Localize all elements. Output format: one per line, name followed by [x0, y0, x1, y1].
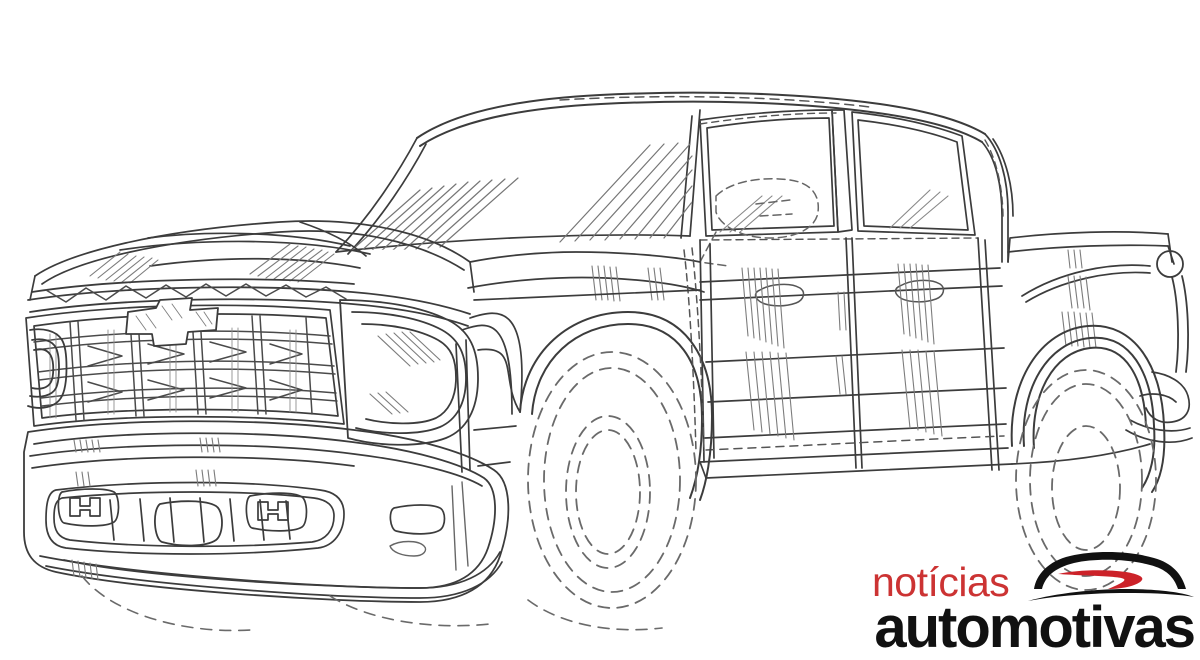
fog-lamp-left: [57, 488, 120, 527]
rocker-panel: [699, 447, 1013, 479]
bumper-upper-shelf: [29, 444, 483, 487]
front-wheel-phantom: [527, 351, 697, 609]
headlight-left: [27, 328, 68, 409]
rear-wheel-phantom: [1015, 369, 1157, 591]
door-panels: [699, 237, 1007, 471]
door-surface-hatching: [741, 263, 943, 441]
bowtie-emblem: [125, 297, 219, 347]
windshield: [335, 109, 701, 255]
fog-lamp-right: [245, 492, 308, 532]
window-trim-dashes: [699, 112, 1004, 241]
bumper-lower-valance: [39, 551, 503, 599]
hood-hatching: [89, 243, 335, 284]
front-wheel-arch: [519, 311, 713, 501]
ground-phantom-lines: [81, 575, 663, 632]
bowtie-emblem-hatching: [135, 303, 213, 331]
hood-front-edge: [29, 261, 475, 301]
car-swoosh-icon: [1028, 552, 1194, 601]
roof: [416, 91, 986, 147]
side-mirror: [699, 178, 820, 267]
rear-bumper-step: [1125, 371, 1193, 443]
headlight-right: [339, 299, 479, 446]
bed-side: [1007, 231, 1175, 465]
b-pillar: [831, 109, 853, 233]
bumper-corner-detail: [389, 481, 469, 571]
tow-hook: [154, 500, 223, 547]
front-fender: [455, 251, 705, 473]
bumper-corner-reflector: [389, 504, 446, 535]
grille-upper-bar: [27, 278, 471, 327]
grille-chevron-trim: [45, 283, 347, 303]
logo-noticias-text: notícias: [872, 559, 1010, 605]
bed-rail-crease: [1021, 264, 1151, 303]
cab-rear-pillar: [981, 133, 1014, 263]
bed-corner-light: [1156, 250, 1189, 373]
bed-hatching: [1061, 249, 1097, 349]
rear-wheel-arch: [1010, 324, 1166, 493]
body-side-crease: [473, 289, 701, 413]
hood: [34, 220, 471, 285]
fender-hatching: [591, 265, 665, 302]
logo-automotivas-text: automotivas: [874, 595, 1196, 660]
door-handle-front: [754, 283, 805, 307]
bumper-hatching: [71, 437, 221, 581]
headlight-hatching: [369, 331, 441, 415]
rocker-dash-trim: [705, 435, 1005, 451]
rear-door-window: [851, 111, 976, 236]
lower-air-intake: [45, 481, 345, 555]
roof-seam: [559, 95, 871, 108]
cab-front-seam: [683, 247, 705, 453]
noticias-automotivas-logo: notícias automotivas: [866, 545, 1196, 657]
